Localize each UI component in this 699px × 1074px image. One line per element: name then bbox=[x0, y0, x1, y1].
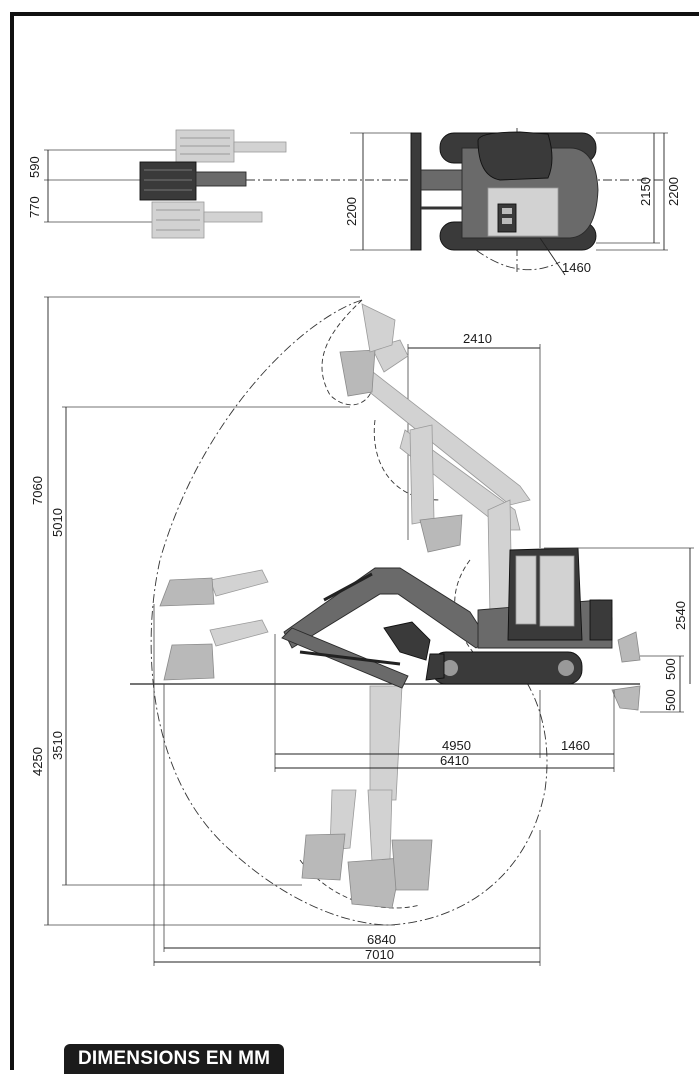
top-dim-2200-blade: 2200 bbox=[344, 197, 359, 226]
top-dim-590: 590 bbox=[27, 156, 42, 178]
side-dim-2540: 2540 bbox=[673, 601, 688, 630]
top-dim-770: 770 bbox=[27, 196, 42, 218]
boom-mid-ghost bbox=[399, 424, 521, 553]
excavator-boom bbox=[281, 567, 489, 689]
bucket-ghost-left bbox=[159, 569, 269, 681]
side-dim-5010: 5010 bbox=[50, 508, 65, 537]
top-dim-1460: 1460 bbox=[562, 260, 591, 275]
top-dim-2150: 2150 bbox=[638, 177, 653, 206]
boom-swing-center bbox=[139, 161, 247, 201]
side-dim-1460: 1460 bbox=[561, 738, 590, 753]
boom-raised-ghost bbox=[339, 303, 531, 506]
excavator-body bbox=[425, 547, 613, 685]
top-dim-2200: 2200 bbox=[666, 177, 681, 206]
side-dim-500-down: 500 bbox=[663, 689, 678, 711]
side-dim-3510: 3510 bbox=[50, 731, 65, 760]
dimensions-title: DIMENSIONS EN MM bbox=[64, 1044, 285, 1074]
side-dim-2410: 2410 bbox=[463, 331, 492, 346]
working-envelope bbox=[150, 299, 548, 926]
side-dim-6410: 6410 bbox=[440, 753, 469, 768]
side-dim-7060: 7060 bbox=[30, 476, 45, 505]
boom-swing-right bbox=[151, 201, 263, 239]
side-dim-500-up: 500 bbox=[663, 658, 678, 680]
side-dim-6840: 6840 bbox=[367, 932, 396, 947]
frame-border bbox=[10, 12, 699, 1070]
side-dim-4250: 4250 bbox=[30, 747, 45, 776]
top-view: 590 770 2200 bbox=[27, 128, 681, 276]
side-dim-4950: 4950 bbox=[442, 738, 471, 753]
side-view: 7060 5010 4250 3510 2410 bbox=[30, 296, 694, 966]
boom-deep-ghost bbox=[301, 685, 433, 909]
boom-swing-left bbox=[175, 129, 287, 163]
side-dim-7010: 7010 bbox=[365, 947, 394, 962]
